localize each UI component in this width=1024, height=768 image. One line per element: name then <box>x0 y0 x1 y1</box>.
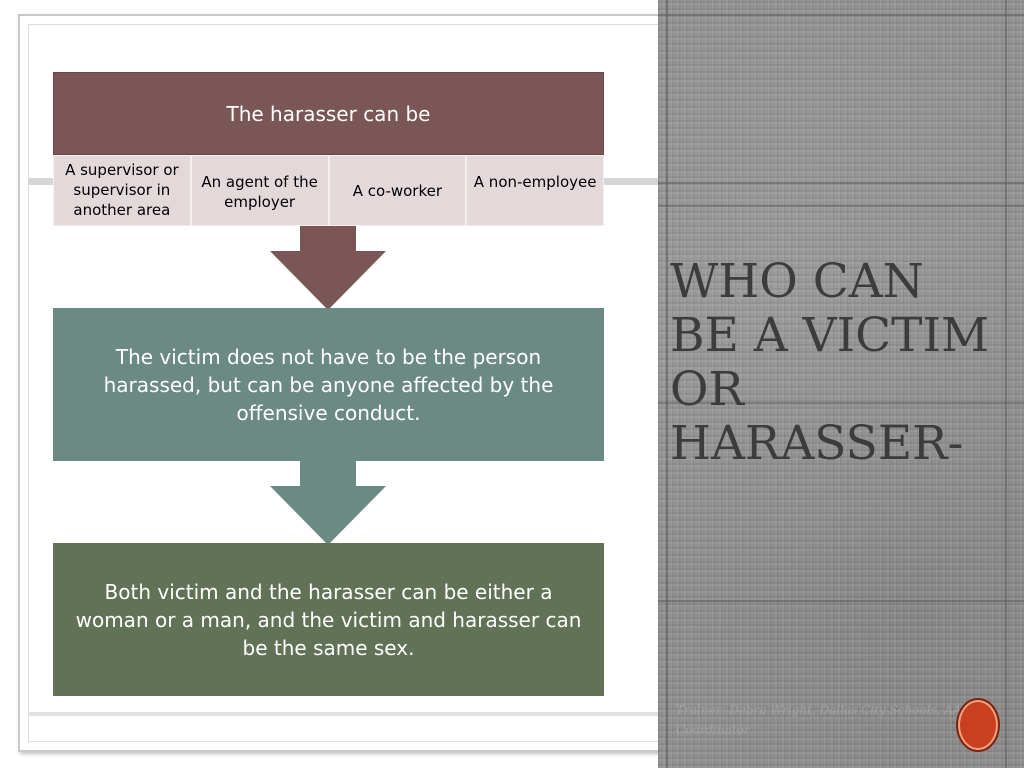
side-panel <box>658 0 1024 768</box>
panel-line <box>658 205 1024 207</box>
harasser-type-cell: An agent of the employer <box>190 155 329 226</box>
harasser-type-cell: A non-employee <box>466 155 604 226</box>
panel-line <box>658 182 1024 184</box>
slide-title-line: Who can <box>670 254 924 309</box>
harasser-types-row: A supervisor or supervisor in another ar… <box>53 155 604 226</box>
harasser-type-cell: A co-worker <box>328 155 467 226</box>
footer-text: Trainer: Debra Wright, Dallas City Schoo… <box>676 703 962 737</box>
harasser-header: The harasser can be <box>53 72 604 155</box>
harasser-type-cell: A supervisor or supervisor in another ar… <box>53 155 191 226</box>
slide-number-badge <box>958 700 998 750</box>
panel-line <box>658 402 1024 404</box>
bottom-divider <box>28 712 658 716</box>
down-arrow-icon <box>270 461 386 545</box>
slide-title-line: be a victim <box>670 308 990 363</box>
victim-box: The victim does not have to be the perso… <box>53 308 604 461</box>
panel-line <box>1005 0 1007 768</box>
slide-title: Who can be a victim or harasser- <box>670 255 1010 471</box>
panel-line <box>658 600 1024 602</box>
down-arrow-icon <box>270 226 386 310</box>
slide-title-line: or <box>670 362 744 417</box>
panel-line <box>658 14 1024 16</box>
panel-line <box>666 0 668 768</box>
both-sexes-box: Both victim and the harasser can be eith… <box>53 543 604 696</box>
slide-title-line: harasser- <box>670 416 964 471</box>
